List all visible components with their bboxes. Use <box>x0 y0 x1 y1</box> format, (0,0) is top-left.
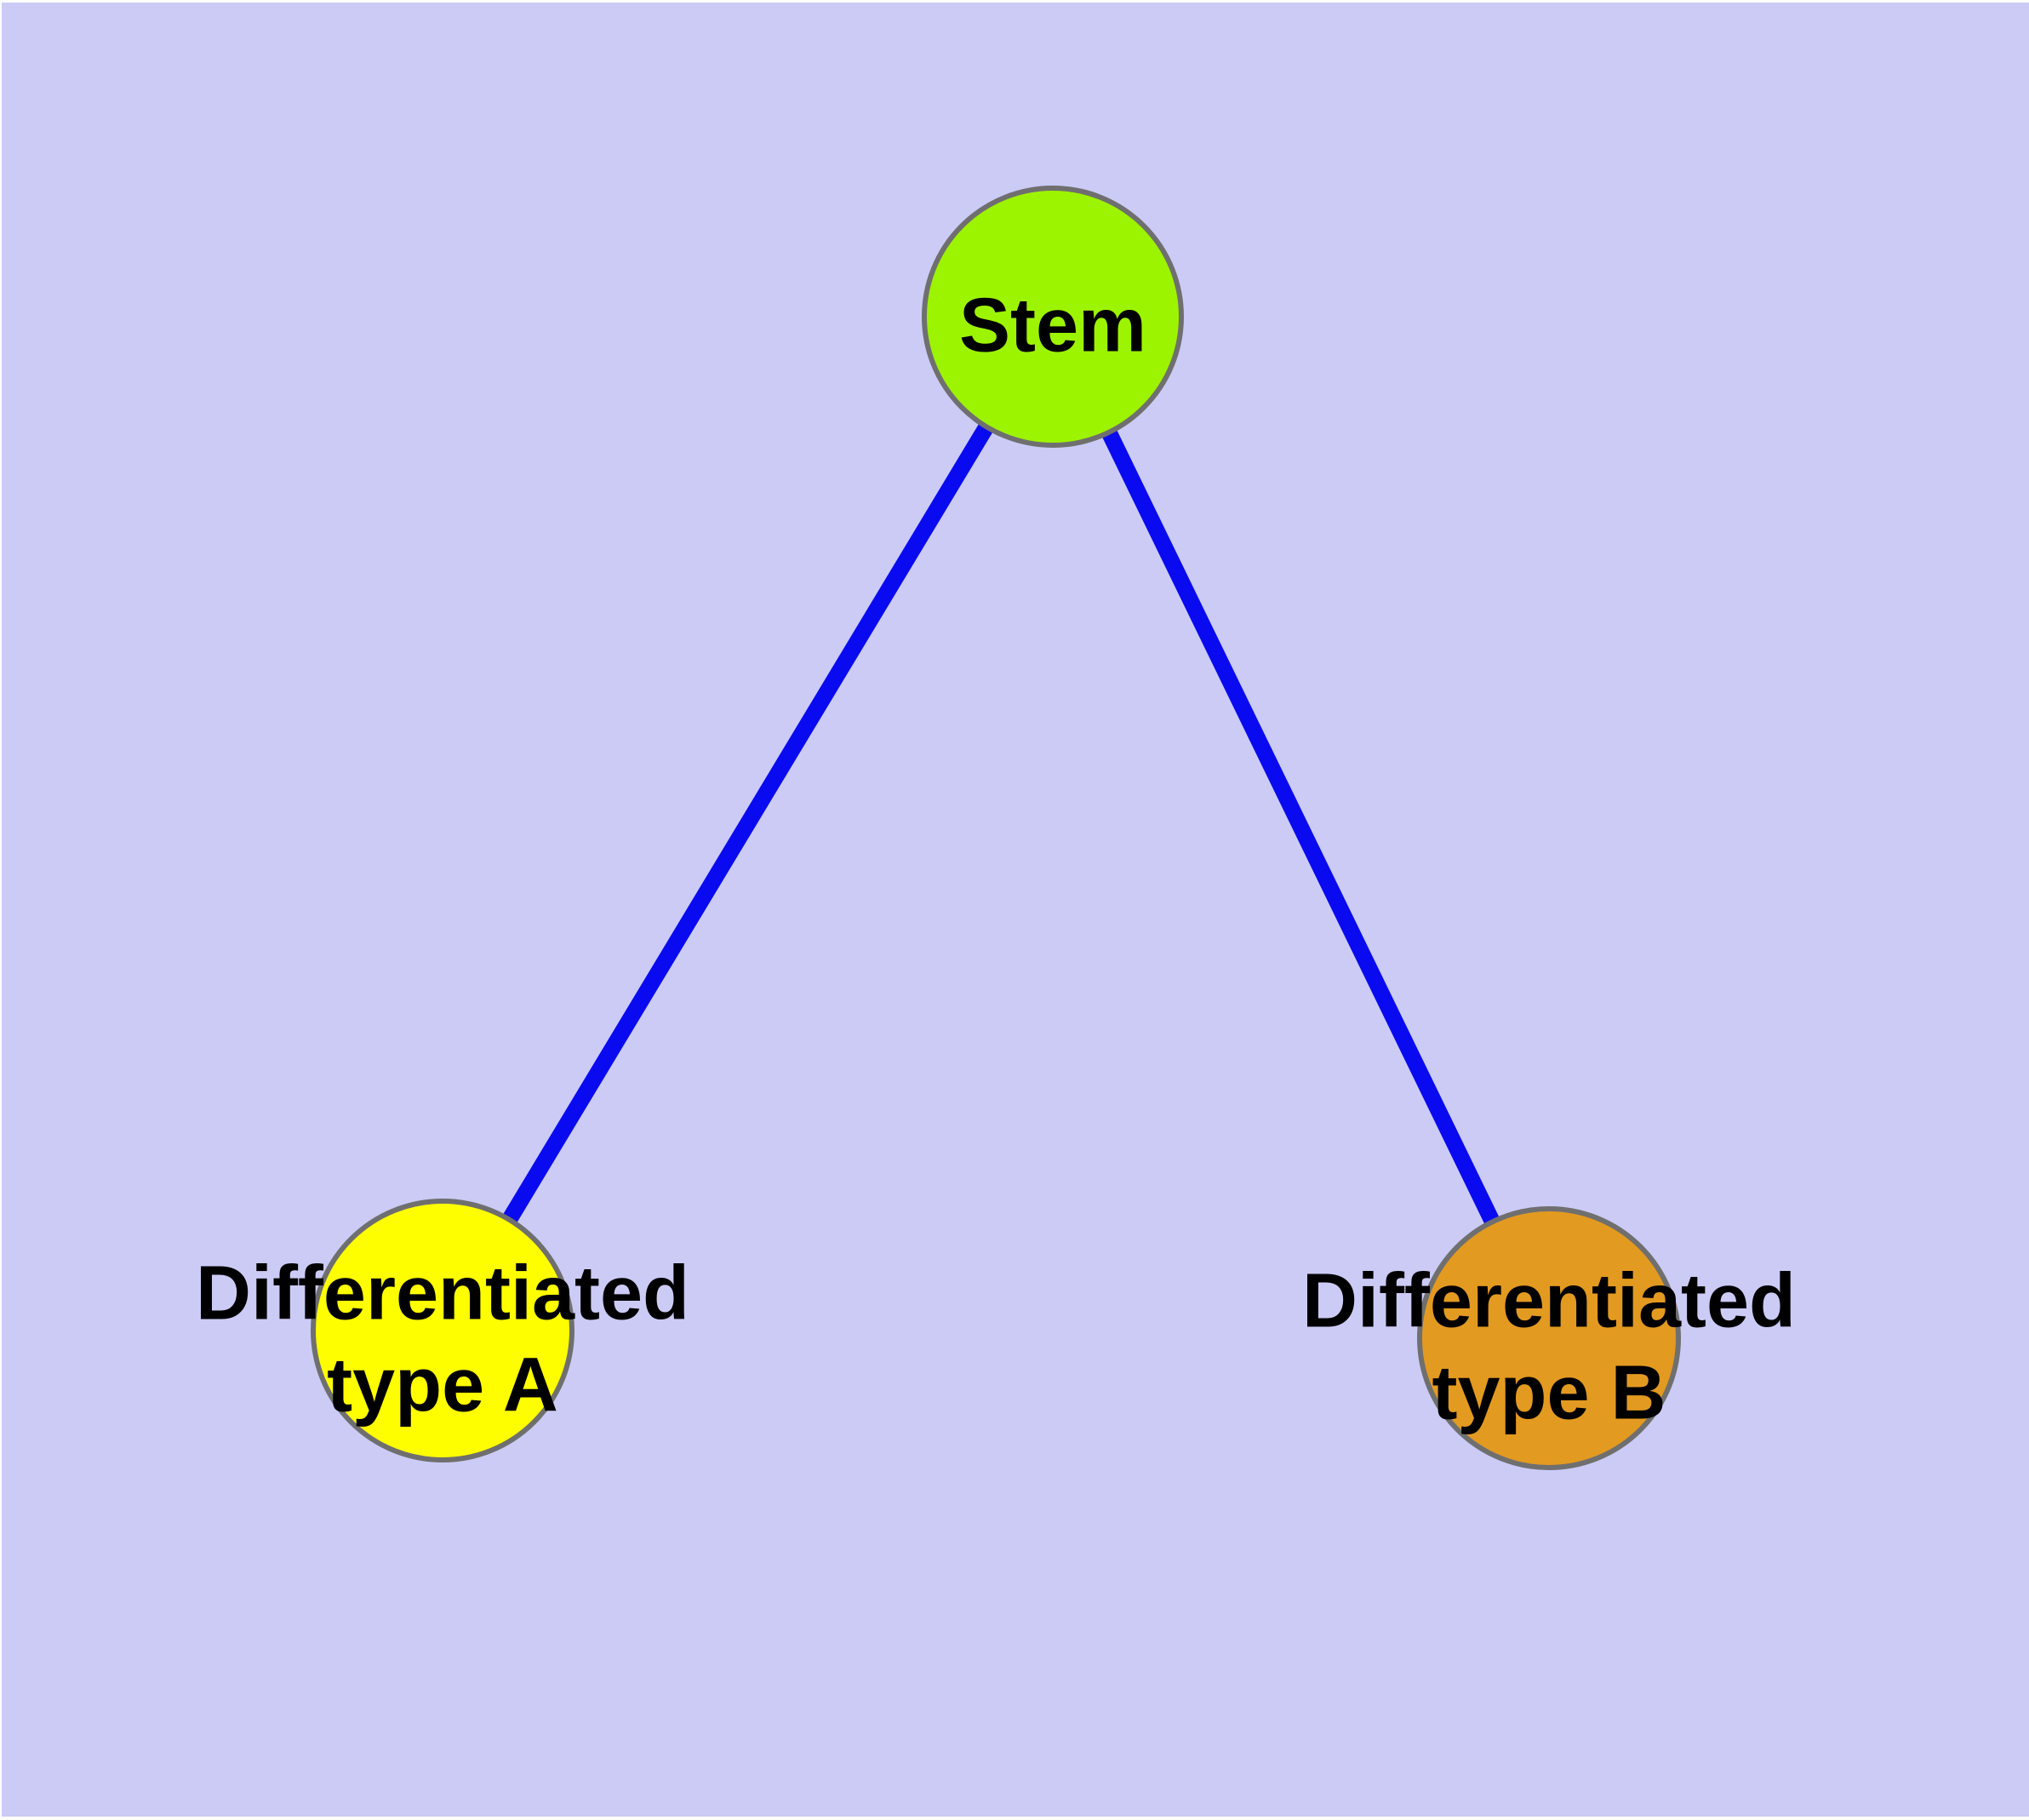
node-differentiated-type-a <box>311 1199 574 1462</box>
node-label-stem: Stem <box>959 283 1146 369</box>
node-differentiated-type-b <box>1417 1206 1681 1470</box>
edge-stem-to-differentiated-type-a <box>435 312 1060 1335</box>
nodes-layer <box>311 186 1681 1470</box>
edge-stem-to-differentiated-type-b <box>1045 312 1557 1342</box>
edges-layer <box>435 312 1557 1342</box>
node-stem <box>922 186 1184 448</box>
